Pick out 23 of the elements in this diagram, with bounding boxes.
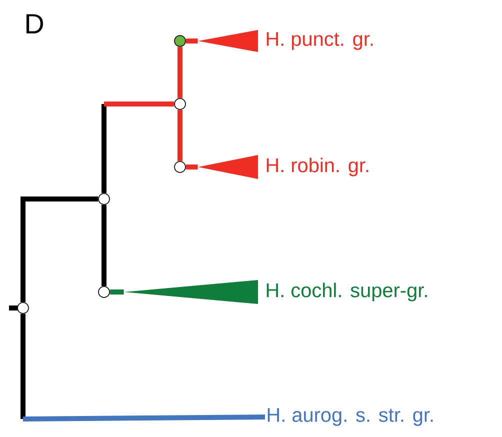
tree-branch [110, 290, 124, 294]
node-circle [174, 98, 186, 110]
tree-branch [178, 46, 182, 98]
collapsed-clade-triangle [198, 30, 258, 52]
node-circle [174, 35, 186, 47]
node-circle [98, 193, 110, 205]
tree-branch [102, 204, 106, 286]
clade-label: H. robin. gr. [266, 158, 368, 176]
node-circle [17, 302, 29, 314]
tree-branch [102, 102, 174, 194]
tree-branch [186, 38, 198, 44]
collapsed-clade-triangle [198, 155, 258, 179]
clade-label: H. cochl. super-gr. [266, 282, 427, 302]
tree-branch [20, 196, 98, 302]
tree-branch [186, 164, 198, 170]
clade-label: H. aurog. s. str. gr. [268, 408, 433, 426]
node-circle [174, 161, 186, 173]
node-circle [98, 286, 110, 298]
tree-branch [20, 314, 266, 422]
clade-label: H. punct. gr. [266, 32, 373, 50]
tree-branch [178, 110, 182, 162]
collapsed-clade-triangle [124, 280, 258, 304]
panel-letter: D [26, 14, 44, 34]
